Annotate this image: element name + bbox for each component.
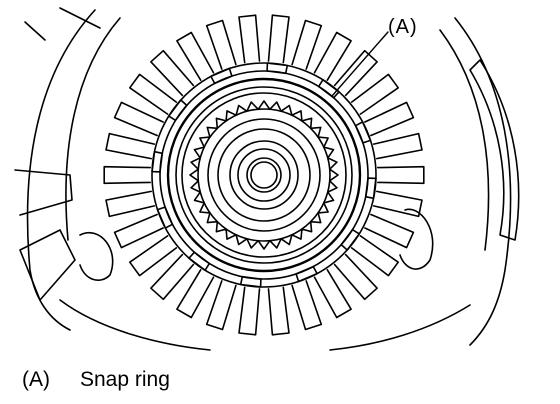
clutch-plate-tooth: [150, 49, 195, 97]
hub-ring-mid: [207, 118, 321, 232]
drum-notch: [295, 265, 318, 283]
hub-spline-teeth: [189, 100, 339, 250]
clutch-hub-ring: [175, 86, 353, 264]
clutch-plate-tooth: [372, 132, 423, 160]
drum-notch: [210, 67, 233, 85]
shaft-bore: [246, 157, 282, 193]
clutch-plate-tooth: [377, 165, 425, 185]
drum-notch: [266, 62, 289, 75]
hub-spline-base: [197, 108, 331, 242]
housing-outline-left: [26, 9, 96, 331]
callout-leader-line: [331, 31, 389, 97]
clutch-plate-tooth: [176, 269, 215, 319]
hub-ring-mid-2: [217, 128, 311, 222]
snap-ring: [166, 77, 362, 273]
drum-notch: [239, 275, 262, 288]
clutch-plate-tooth: [313, 31, 352, 81]
housing-boss-right: [399, 208, 434, 270]
housing-arc-bottom-left: [79, 232, 114, 281]
clutch-plate-tooth: [267, 14, 290, 64]
clutch-plate-tooth: [291, 280, 323, 331]
housing-bottom-left: [19, 229, 76, 301]
housing-outline-left-inner: [65, 17, 121, 241]
clutch-plate-tooth: [333, 253, 378, 301]
drum-notch: [188, 251, 211, 272]
legend-text: Snap ring: [80, 368, 170, 391]
clutch-plate-tooth: [105, 190, 156, 218]
clutch-plate-tooth: [176, 31, 215, 81]
clutch-plate-tooth: [350, 235, 399, 277]
clutch-plate-tooth: [333, 49, 378, 97]
housing-outline-right: [454, 17, 512, 346]
housing-outline-top: [24, 7, 101, 41]
drum-notch: [151, 150, 164, 173]
clutch-plate-teeth: [103, 14, 425, 336]
drum-notch: [354, 121, 372, 144]
clutch-plate-tooth: [129, 235, 178, 277]
clutch-plate-tooth: [150, 253, 195, 301]
drum-notch: [340, 228, 361, 251]
drum-notch: [167, 99, 188, 122]
clutch-plate-tooth: [205, 19, 237, 70]
clutch-plate-tooth: [364, 101, 415, 137]
clutch-plate-tooth: [350, 73, 399, 115]
shaft-ring: [229, 140, 299, 210]
clutch-plate-tooth: [205, 280, 237, 331]
legend-key: (A): [22, 368, 50, 391]
clutch-plate-tooth: [267, 286, 290, 336]
clutch-plate-tooth: [129, 73, 178, 115]
clutch-plate-tooth: [364, 213, 415, 249]
housing-wedge-left: [14, 169, 73, 216]
clutch-hub-ring-inner: [181, 92, 347, 258]
clutch-drum-outer-ring: [151, 62, 377, 288]
drum-notches: [151, 62, 377, 288]
clutch-plate-tooth: [372, 190, 423, 218]
clutch-plate-tooth: [291, 19, 323, 70]
clutch-plate-tooth: [105, 132, 156, 160]
clutch-drum-ring-2: [159, 70, 369, 280]
drum-notch: [156, 206, 174, 229]
callout-label-a: (A): [388, 16, 418, 38]
clutch-plate-tooth: [113, 213, 164, 249]
clutch-plate-tooth: [238, 286, 261, 336]
clutch-plate-tooth: [238, 14, 261, 64]
housing-ledge-bottom: [59, 299, 471, 351]
drum-notch: [364, 177, 377, 200]
housing-rib-right: [469, 59, 520, 241]
clutch-plate-tooth: [113, 101, 164, 137]
clutch-plate-tooth: [313, 269, 352, 319]
housing-outline-right-inner: [439, 29, 490, 251]
legend: (A) Snap ring: [22, 368, 170, 392]
shaft-bore-inner: [250, 161, 278, 189]
drum-notch: [317, 78, 340, 99]
clutch-plate-tooth: [103, 165, 151, 185]
shaft-ring-2: [237, 148, 291, 202]
hub-splines: [189, 100, 339, 250]
